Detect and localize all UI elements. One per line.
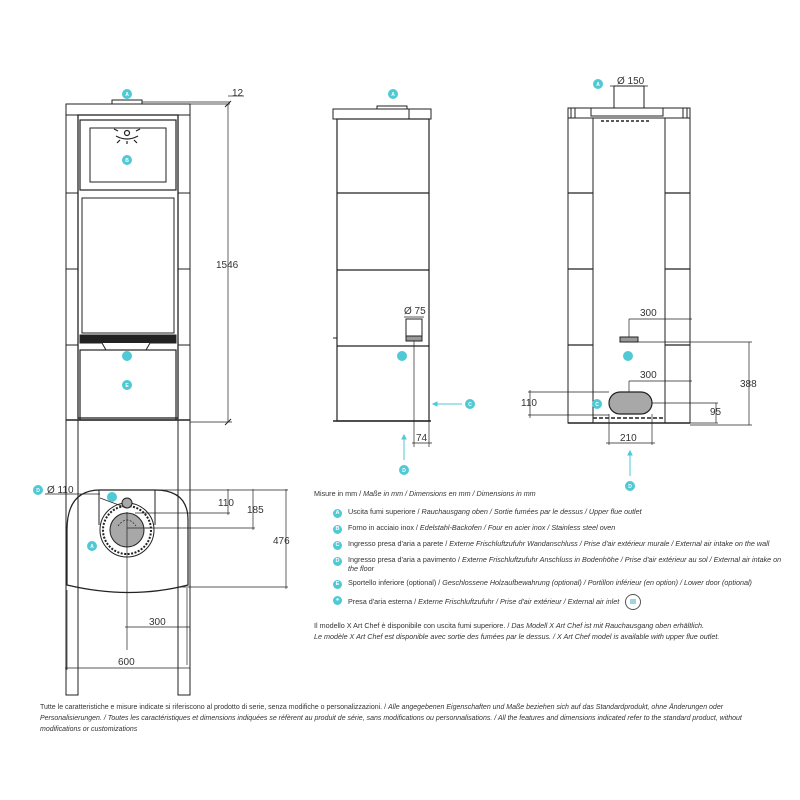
badge-D-rear: D xyxy=(625,481,635,491)
svg-text:A: A xyxy=(125,92,129,98)
front-view xyxy=(65,95,244,696)
badge-D-top: D xyxy=(33,485,43,495)
legend-header: Misure in mm / Maße in mm / Dimensions e… xyxy=(314,489,536,498)
badge-inlet-top xyxy=(107,492,117,502)
badge-C-side: C xyxy=(465,399,475,409)
dim-center-offset: 300 xyxy=(149,617,166,628)
oven-fan-icon xyxy=(113,128,141,144)
svg-text:A: A xyxy=(90,544,94,550)
svg-text:D: D xyxy=(402,468,406,474)
dim-wall-offset: 74 xyxy=(416,433,428,444)
badge-D-side: D xyxy=(399,465,409,475)
dim-wall-intake-diameter: Ø 75 xyxy=(404,306,426,317)
dim-top-offset: 12 xyxy=(232,88,244,99)
svg-text:E: E xyxy=(125,383,129,389)
badge-d: D xyxy=(333,557,342,566)
air-intake-arrow-rear xyxy=(627,449,633,476)
badge-C-rear: C xyxy=(592,399,602,409)
badge-inlet-rear xyxy=(623,351,633,361)
badge-B-front: B xyxy=(122,155,132,165)
air-intake-arrows-side xyxy=(401,401,462,460)
badge-A-side: A xyxy=(388,89,398,99)
svg-text:C: C xyxy=(468,402,472,408)
svg-text:D: D xyxy=(628,484,632,490)
drawing-badges: A B E A C D A C D D A xyxy=(33,79,635,551)
legend-item-inlet: ● Presa d'aria esterna / Externe Frischl… xyxy=(314,594,784,610)
dim-flue-diameter: Ø 150 xyxy=(617,76,645,87)
badge-e: E xyxy=(333,580,342,589)
svg-text:D: D xyxy=(36,488,40,494)
dim-floor-intake-diameter: Ø 110 xyxy=(47,485,74,496)
legend: Misure in mm / Maße in mm / Dimensions e… xyxy=(314,489,784,642)
legend-item-c: C Ingresso presa d'aria a parete / Exter… xyxy=(314,539,784,550)
legend-item-b: B Forno in acciaio inox / Edelstahl-Back… xyxy=(314,523,784,534)
svg-text:B: B xyxy=(125,158,129,164)
badge-A-front: A xyxy=(122,89,132,99)
legend-item-a: A Uscita fumi superiore / Rauchausgang o… xyxy=(314,507,784,518)
badge-E-front: E xyxy=(122,380,132,390)
model-note: Il modello X Art Chef è disponibile con … xyxy=(314,621,720,641)
dim-height: 1546 xyxy=(216,260,239,271)
legend-item-e: E Sportello inferiore (optional) / Gesch… xyxy=(314,578,784,589)
disclaimer-footer: Tutte le caratteristiche e misure indica… xyxy=(40,704,742,733)
side-view xyxy=(332,105,432,447)
badge-inlet-side xyxy=(397,351,407,361)
air-inlet-icon xyxy=(625,594,642,610)
svg-text:A: A xyxy=(596,82,600,88)
dim-offset-185: 185 xyxy=(247,505,264,516)
svg-text:C: C xyxy=(595,402,599,408)
badge-a: A xyxy=(333,509,342,518)
dim-intake-height: 388 xyxy=(740,379,757,390)
dim-floor-intake-height: 110 xyxy=(521,398,537,409)
dim-depth: 476 xyxy=(273,536,290,547)
badge-A-top: A xyxy=(87,541,97,551)
badge-c: C xyxy=(333,541,342,550)
svg-text:A: A xyxy=(391,92,395,98)
badge-b: B xyxy=(333,525,342,534)
badge-A-rear: A xyxy=(593,79,603,89)
dim-intake-offset-lower: 300 xyxy=(640,370,657,381)
dim-offset-110: 110 xyxy=(218,498,234,509)
dim-floor-intake-offset: 95 xyxy=(710,407,722,418)
dim-floor-intake-width: 210 xyxy=(620,433,637,444)
top-view xyxy=(45,489,288,670)
legend-item-d: D Ingresso presa d'aria a pavimento / Ex… xyxy=(314,555,784,573)
badge-inlet: ● xyxy=(333,596,342,605)
dim-width: 600 xyxy=(118,657,135,668)
badge-inlet-front xyxy=(122,351,132,361)
rear-view xyxy=(528,85,752,445)
dim-intake-offset-upper: 300 xyxy=(640,308,657,319)
